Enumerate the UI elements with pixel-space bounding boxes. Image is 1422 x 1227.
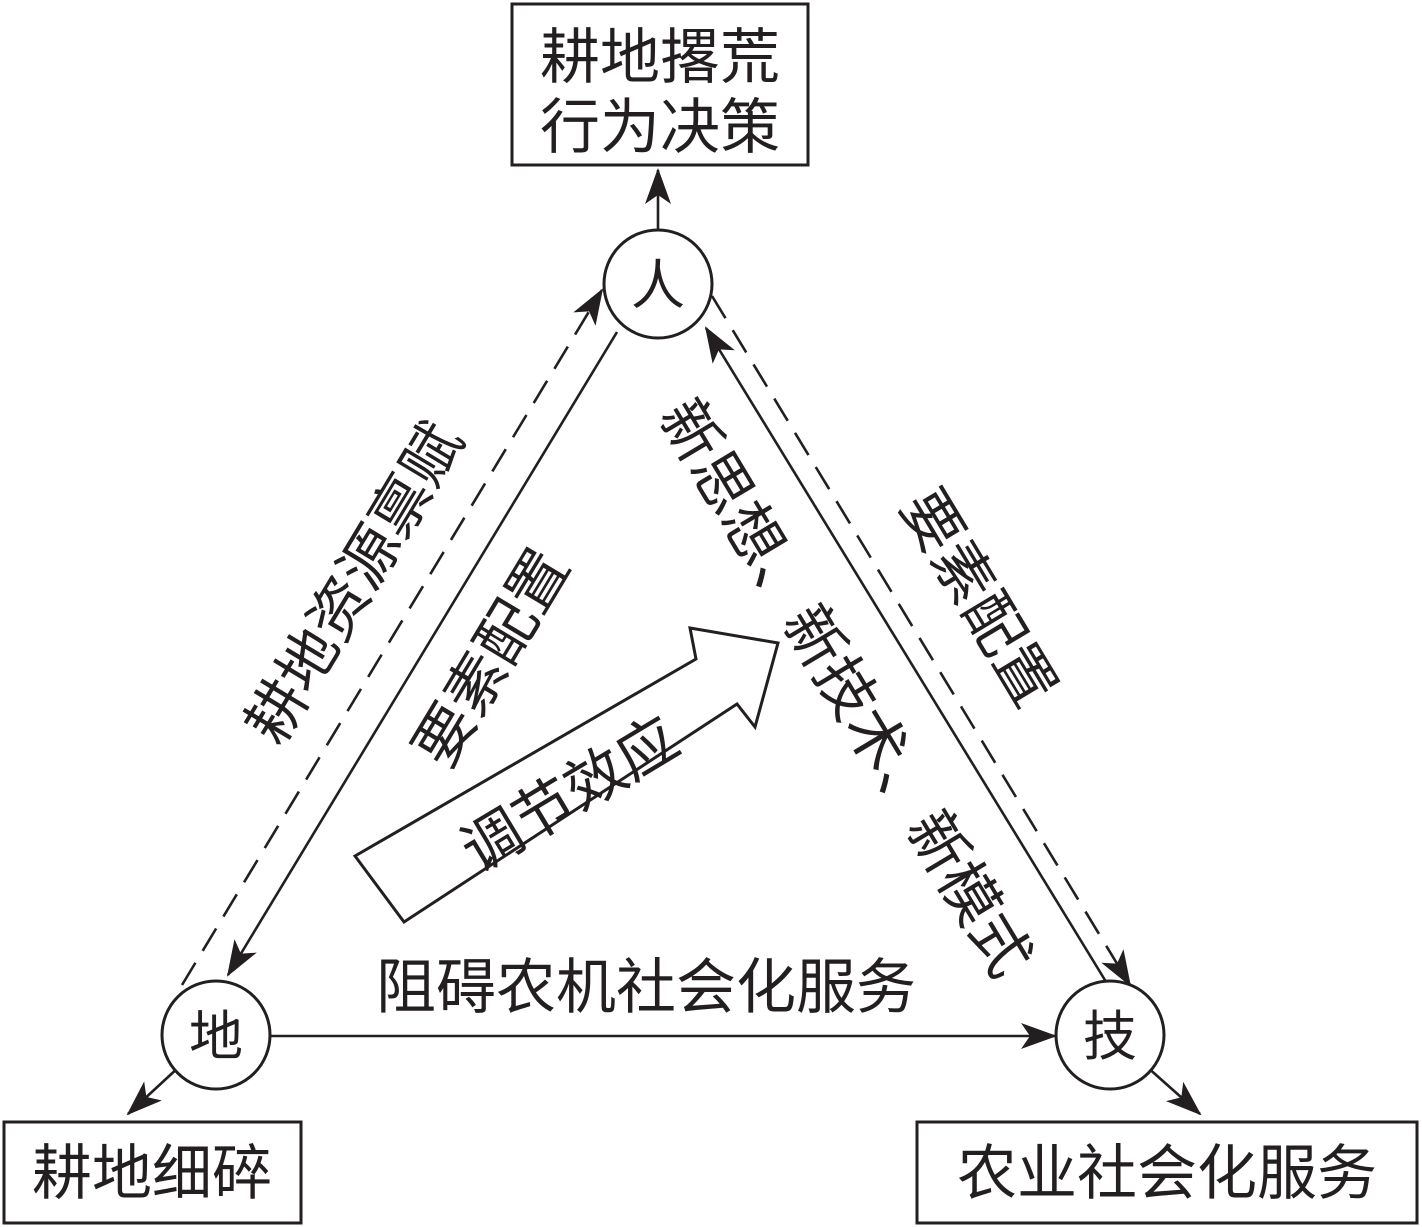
- node-land: 地: [160, 979, 272, 1091]
- box-top-line1: 耕地撂荒: [540, 23, 780, 93]
- label-factor-allocation-right: 要素配置: [886, 477, 1070, 719]
- moderating-effect-arrow: 调节效应: [352, 626, 780, 925]
- arrow-people-to-land: [226, 331, 619, 977]
- box-agri-service: 农业社会化服务: [915, 1120, 1419, 1225]
- box-agri-service-label: 农业社会化服务: [957, 1139, 1377, 1209]
- node-people: 人: [602, 228, 714, 340]
- node-people-label: 人: [631, 254, 685, 317]
- label-hinder-mechanization-service: 阻碍农机社会化服务: [376, 953, 916, 1023]
- box-top-line2: 行为决策: [540, 93, 780, 163]
- box-top-decision: 耕地撂荒 行为决策: [510, 2, 810, 167]
- arrow-land-to-people-dashed: [180, 288, 604, 986]
- arrow-people-to-tech-dashed: [710, 295, 1132, 987]
- node-land-label: 地: [189, 1005, 243, 1068]
- node-technology-label: 技: [1083, 1005, 1137, 1068]
- arrow-tech-to-people: [704, 326, 1110, 986]
- arrow-land-to-fragmentation: [126, 1065, 181, 1116]
- box-land-fragmentation-label: 耕地细碎: [32, 1139, 272, 1209]
- box-land-fragmentation: 耕地细碎: [2, 1120, 303, 1225]
- arrow-tech-to-service: [1145, 1065, 1202, 1116]
- node-technology: 技: [1054, 979, 1166, 1091]
